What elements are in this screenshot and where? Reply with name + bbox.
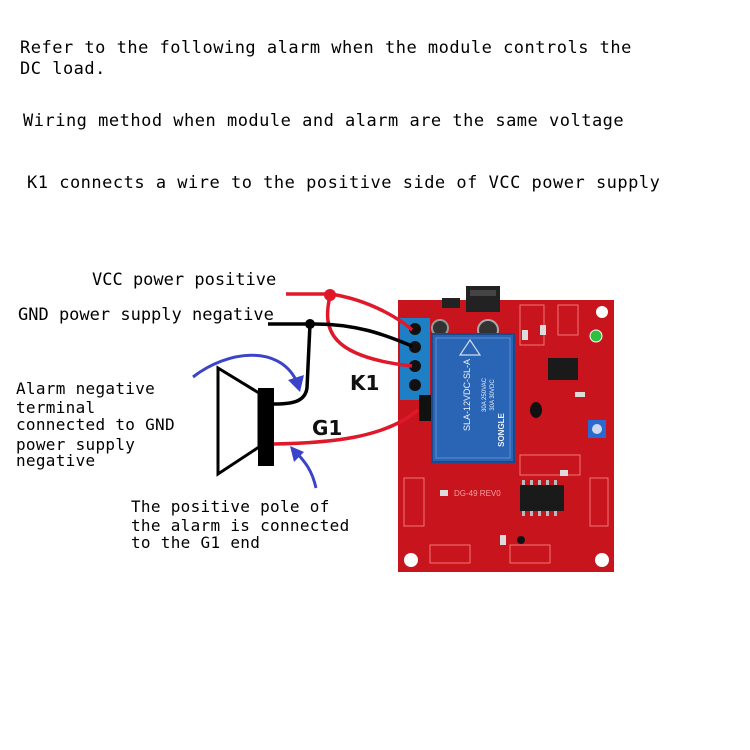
- alarm-negative-line-5: negative: [16, 451, 96, 470]
- vcc-junction: [324, 289, 336, 301]
- alarm-body: [258, 388, 274, 466]
- alarm-negative-wire: [273, 323, 312, 406]
- alarm-positive-line-2: the alarm is connected: [131, 516, 350, 535]
- arrow-head: [290, 446, 304, 462]
- alarm-positive-line-3: to the G1 end: [131, 533, 261, 552]
- k1-label: K1: [350, 371, 380, 395]
- k1-wire: [325, 295, 413, 368]
- g1-wire: [273, 408, 420, 446]
- arrow-head: [288, 375, 304, 392]
- terminal-screw: [409, 360, 421, 372]
- vcc-label: VCC power positive: [92, 270, 277, 290]
- terminal-screw: [409, 379, 421, 391]
- terminal-screw: [409, 341, 421, 353]
- ic-chip: [520, 485, 564, 511]
- alarm-negative-line-4: power supply: [16, 435, 136, 454]
- pcb-marking: DG-49 REV0: [454, 489, 501, 498]
- alarm-negative-line-1: Alarm negative: [16, 379, 156, 398]
- g1-label: G1: [312, 416, 343, 440]
- arrow-alarm-negative: [192, 353, 298, 381]
- mount-hole: [404, 553, 418, 567]
- led-indicator: [589, 329, 603, 343]
- alarm-horn: [216, 365, 261, 477]
- relay-rating-1: 30A 250VAC: [482, 377, 488, 412]
- mount-hole: [595, 553, 609, 567]
- relay-model: SLA-12VDC-SL-A: [462, 359, 472, 431]
- terminal-screw: [409, 323, 421, 335]
- gnd-junction: [305, 319, 315, 329]
- k1-instruction: K1 connects a wire to the positive side …: [27, 173, 661, 193]
- relay-rating-2: 30A 30VDC: [490, 379, 496, 411]
- mount-hole: [596, 306, 608, 318]
- arrow-alarm-positive: [294, 450, 318, 489]
- alarm-negative-line-2: terminal: [16, 398, 96, 417]
- intro-line-2: DC load.: [20, 59, 106, 79]
- alarm-negative-line-3: connected to GND: [16, 415, 175, 434]
- alarm-positive-line-1: The positive pole of: [131, 497, 330, 516]
- transistor: [530, 402, 542, 418]
- intro-line-1: Refer to the following alarm when the mo…: [20, 38, 632, 58]
- regulator: [466, 286, 500, 312]
- relay-brand: SONGLE: [497, 412, 506, 446]
- ic-chip: [548, 358, 578, 380]
- wiring-title: Wiring method when module and alarm are …: [23, 111, 625, 131]
- gnd-label: GND power supply negative: [18, 305, 274, 325]
